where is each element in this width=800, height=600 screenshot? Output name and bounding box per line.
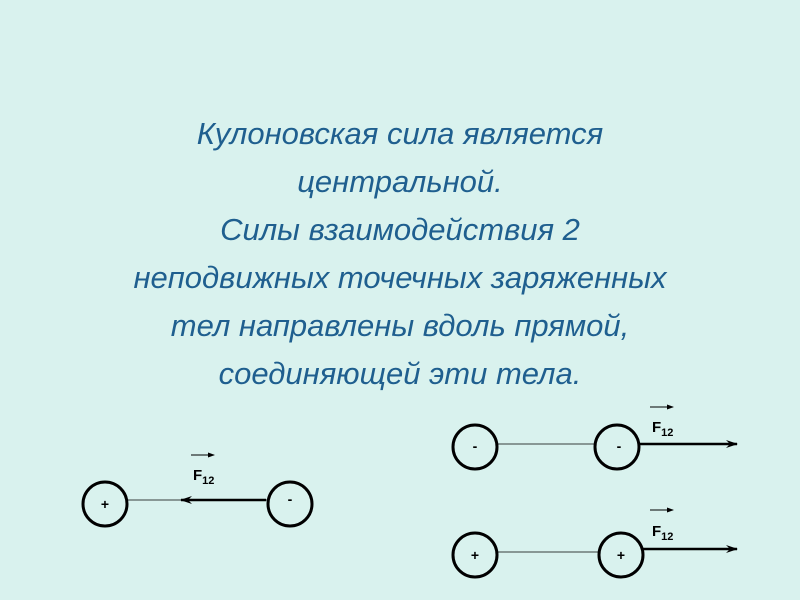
repulsion-negative-diagram: - - F12 — [451, 404, 738, 471]
statement-line-6: соединяющей эти тела. — [218, 356, 582, 391]
charge-sign: - — [617, 438, 622, 454]
charge-circle — [451, 531, 499, 579]
charge-sign: + — [617, 547, 625, 563]
force-label: F12 — [193, 467, 214, 487]
statement-line-3: Силы взаимодействия 2 — [220, 212, 580, 247]
force-label: F12 — [652, 523, 673, 543]
charge-sign: + — [101, 496, 109, 512]
charge-circle — [597, 531, 645, 579]
charge-sign: - — [473, 438, 478, 454]
charge-sign: + — [471, 547, 479, 563]
statement-line-2: центральной. — [297, 164, 503, 199]
force-label: F12 — [652, 419, 673, 439]
statement-text: Кулоновская сила является центральной. С… — [0, 110, 800, 398]
charge-sign: - — [288, 491, 293, 507]
repulsion-positive-diagram: + + F12 — [451, 507, 738, 579]
statement-line-5: тел направлены вдоль прямой, — [170, 308, 630, 343]
charge-circle — [451, 423, 499, 471]
statement-line-4: неподвижных точечных заряженных — [133, 260, 667, 295]
statement-line-1: Кулоновская сила является — [196, 116, 604, 151]
attraction-diagram: + - F12 — [81, 452, 314, 528]
charge-circle — [593, 423, 641, 471]
charge-circle — [266, 480, 314, 528]
charge-circle — [81, 480, 129, 528]
